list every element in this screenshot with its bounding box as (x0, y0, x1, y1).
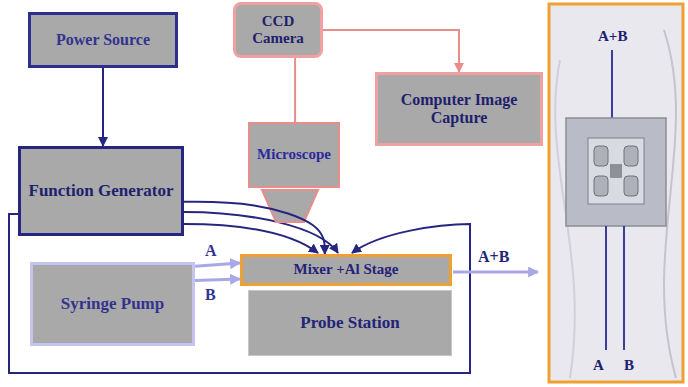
connector (195, 279, 240, 281)
node-text: Computer Image Capture (382, 91, 536, 128)
electrode-pad (594, 146, 608, 166)
function-generator-box: Function Generator (18, 146, 184, 236)
connector (323, 30, 459, 72)
wire-loop (9, 214, 470, 373)
node-text: Power Source (56, 31, 150, 49)
node-text: Microscope (257, 146, 331, 163)
photo-inlet-label: A (593, 357, 604, 374)
flow-label: A (205, 242, 217, 260)
node-text: Syringe Pump (61, 294, 164, 314)
electrode-pad (594, 176, 608, 196)
mixer-chip (588, 138, 644, 204)
inlet-tube (605, 226, 607, 350)
node-text: CCD Camera (240, 13, 316, 48)
camera-box: CCD Camera (233, 2, 323, 58)
connector (195, 263, 240, 266)
node-text: Mixer +Al Stage (294, 261, 399, 278)
mixer-stage-box: Mixer +Al Stage (240, 254, 452, 286)
outlet-tube (611, 50, 613, 120)
microscope-objective (262, 190, 318, 222)
photo-inlet-label: B (624, 357, 634, 374)
node-text: Function Generator (29, 181, 174, 201)
electrode-pad (624, 176, 638, 196)
connector (102, 68, 104, 146)
photo-outlet-label: A+B (598, 28, 627, 45)
photo-frame (549, 4, 683, 382)
output-label: A+B (478, 248, 509, 266)
flow-label: B (205, 286, 216, 304)
computer-box: Computer Image Capture (375, 72, 543, 146)
inlet-tube (623, 226, 625, 350)
microscope-box: Microscope (248, 122, 340, 188)
mixer-plate (566, 118, 666, 226)
output-arrow (453, 271, 538, 274)
syringe-pump-box: Syringe Pump (30, 262, 195, 346)
mixing-channel (610, 164, 622, 178)
node-text: Probe Station (300, 313, 399, 333)
probe-station-box: Probe Station (248, 290, 452, 356)
power-source-box: Power Source (28, 12, 178, 68)
connector (294, 58, 296, 122)
electrode-pad (624, 146, 638, 166)
